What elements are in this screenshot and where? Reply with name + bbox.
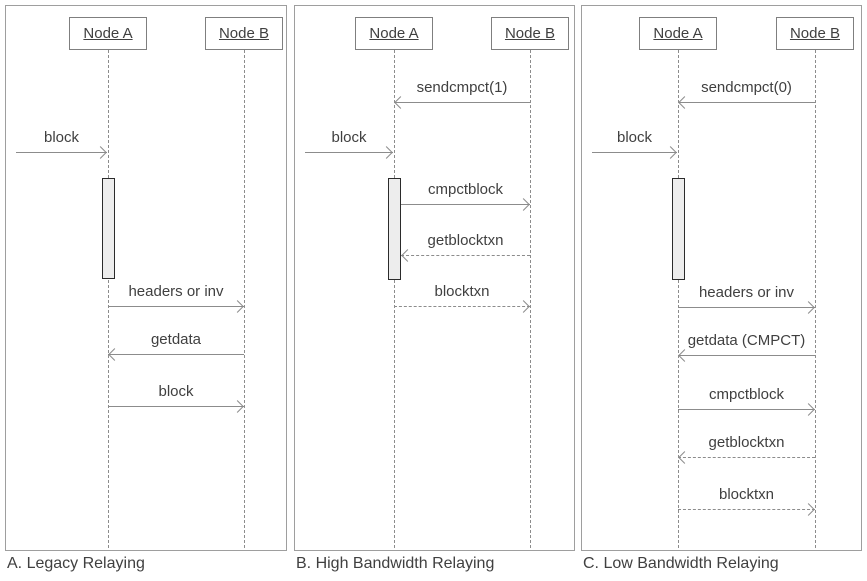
actor-box-node-b: Node B [205, 17, 283, 50]
message-label-blocktxn: blocktxn [718, 486, 775, 503]
message-label-block: block [331, 129, 367, 146]
message-line-headers-or-inv [678, 307, 815, 308]
message-label-cmpctblock: cmpctblock [427, 181, 504, 198]
message-label-sendcmpct-0: sendcmpct(0) [701, 79, 792, 96]
actor-box-node-b: Node B [776, 17, 854, 50]
message-label-getdata: getdata [150, 331, 202, 348]
lifeline-node-b [530, 50, 531, 548]
message-label-getblocktxn: getblocktxn [708, 434, 785, 451]
arrowhead-right-icon [231, 400, 244, 413]
sequence-panel-b: Node A Node B sendcmpct(1) block cmpctblock g… [294, 5, 575, 551]
message-line-getdata [108, 354, 244, 355]
arrowhead-left-icon [678, 349, 691, 362]
lifeline-node-a [108, 50, 109, 548]
message-label-cmpctblock: cmpctblock [708, 386, 785, 403]
actor-label: Node A [653, 25, 703, 42]
message-line-blocktxn [678, 509, 815, 510]
lifeline-node-b [815, 50, 816, 548]
message-line-getblocktxn [401, 255, 530, 256]
panel-caption-b: B. High Bandwidth Relaying [296, 555, 495, 572]
message-line-block [16, 152, 107, 153]
message-line-block [305, 152, 393, 153]
actor-label: Node B [504, 25, 556, 42]
arrowhead-right-icon [517, 198, 530, 211]
message-label-headers-or-inv: headers or inv [698, 284, 795, 301]
message-label-blocktxn: blocktxn [434, 283, 490, 300]
arrowhead-left-icon [394, 96, 407, 109]
actor-box-node-a: Node A [639, 17, 717, 50]
lifeline-node-a [678, 50, 679, 548]
message-line-sendcmpct-0 [678, 102, 815, 103]
message-line-blocktxn [394, 306, 530, 307]
message-label-headers-or-inv: headers or inv [128, 283, 224, 300]
actor-label: Node B [218, 25, 270, 42]
message-line-getblocktxn [678, 457, 815, 458]
arrowhead-right-icon [802, 403, 815, 416]
message-label-sendcmpct-1: sendcmpct(1) [416, 79, 508, 96]
message-line-cmpctblock [678, 409, 815, 410]
actor-box-node-a: Node A [69, 17, 147, 50]
actor-box-node-a: Node A [355, 17, 433, 50]
sequence-panel-a: Node A Node B block headers or inv getdata bl… [5, 5, 287, 551]
arrowhead-right-icon [664, 146, 677, 159]
actor-label: Node A [369, 25, 419, 42]
lifeline-node-a [394, 50, 395, 548]
arrowhead-right-icon [231, 300, 244, 313]
message-label-getblocktxn: getblocktxn [427, 232, 504, 249]
arrowhead-right-icon [802, 301, 815, 314]
actor-label: Node A [83, 25, 133, 42]
message-line-sendcmpct-1 [394, 102, 530, 103]
arrowhead-right-icon [517, 300, 530, 313]
message-label-getdata-cmpct: getdata (CMPCT) [687, 332, 806, 349]
message-label-block: block [43, 129, 80, 146]
panel-caption-c: C. Low Bandwidth Relaying [583, 555, 779, 572]
arrowhead-left-icon [108, 348, 121, 361]
message-line-block [108, 406, 244, 407]
actor-label: Node B [789, 25, 841, 42]
arrowhead-left-icon [678, 96, 691, 109]
message-line-headers-or-inv [108, 306, 244, 307]
arrowhead-left-icon [401, 249, 414, 262]
activation-bar-node-a [102, 178, 115, 279]
arrowhead-left-icon [678, 451, 691, 464]
message-line-getdata-cmpct [678, 355, 815, 356]
message-label-block: block [616, 129, 653, 146]
sequence-panel-c: Node A Node B sendcmpct(0) block headers or … [581, 5, 862, 551]
arrowhead-right-icon [380, 146, 393, 159]
message-line-cmpctblock [401, 204, 530, 205]
arrowhead-right-icon [94, 146, 107, 159]
activation-bar-node-a [388, 178, 401, 280]
panel-caption-a: A. Legacy Relaying [7, 555, 145, 572]
actor-box-node-b: Node B [491, 17, 569, 50]
lifeline-node-b [244, 50, 245, 548]
message-line-block [592, 152, 677, 153]
activation-bar-node-a [672, 178, 685, 280]
arrowhead-right-icon [802, 503, 815, 516]
message-label-block: block [158, 383, 194, 400]
